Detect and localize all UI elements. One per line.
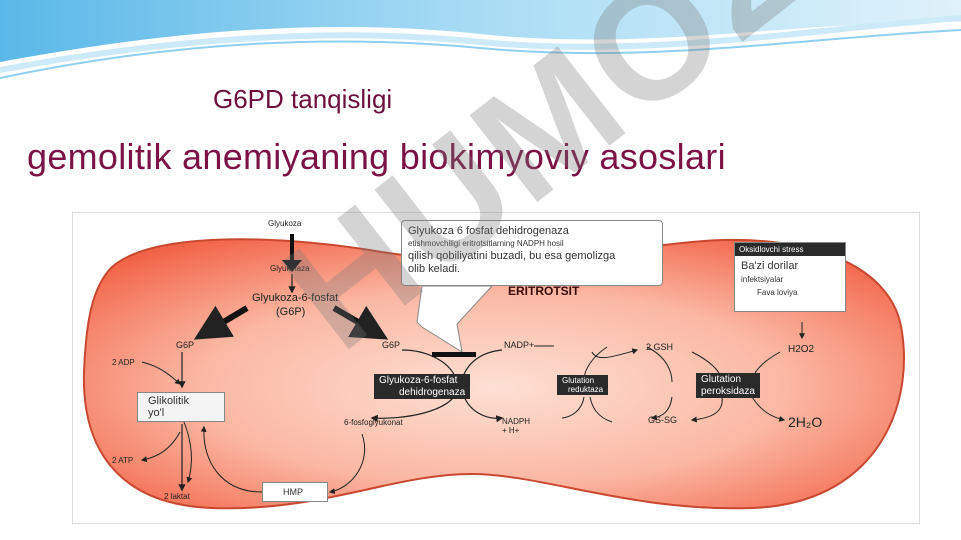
- hmp-box: HMP: [262, 482, 328, 502]
- oxidative-item-fava: Fava loviya: [757, 288, 798, 297]
- oxidative-stress-box: Oksidlovchi stress Ba'zi dorilar infekts…: [734, 242, 846, 312]
- glycolysis-line-1: Glikolitik: [148, 395, 189, 407]
- callout-line-4: olib keladi.: [408, 262, 460, 275]
- title-line-2: gemolitik anemiyaning biokimyoviy asosla…: [27, 136, 726, 177]
- glucose-arrow: [282, 234, 302, 272]
- oxidative-item-drugs: Ba'zi dorilar: [741, 260, 799, 272]
- glycolysis-line-2: yo'l: [148, 407, 165, 419]
- label-6-phosphogluconate: 6-fosfoglyukonat: [344, 418, 403, 427]
- peroxidase-line-1: Glutation: [701, 374, 742, 385]
- arrow-to-g6p-left: [193, 305, 249, 340]
- label-nadph: NADPH + H+: [502, 417, 530, 435]
- title-line-1: G6PD tanqisligi: [213, 84, 393, 114]
- label-atp: 2 ATP: [112, 456, 134, 465]
- g6pd-line-1: Glyukoza-6-fosfat: [379, 375, 458, 386]
- g6pd-enzyme-box: Glyukoza-6-fosfat dehidrogenaza: [374, 374, 471, 399]
- callout-line-2: etishmovchiligi eritrotsitlarning NADPH …: [408, 238, 564, 248]
- nadph-line-1: NADPH: [502, 417, 531, 426]
- label-g6p-abbr: (G6P): [276, 306, 306, 318]
- header-wave-decoration: [0, 0, 961, 79]
- g6pd-line-2: dehidrogenaza: [399, 386, 466, 398]
- glycolysis-box: Glikolitik yo'l: [137, 392, 225, 422]
- peroxidase-box: Glutation peroksidaza: [696, 373, 760, 398]
- pathway-diagram: Glyukoza Glyukinaza Glyukoza-6-fosfat (G…: [72, 212, 920, 524]
- reductase-line-1: Glutation: [562, 376, 595, 385]
- label-g6p-left: G6P: [176, 340, 195, 350]
- oxidative-item-infections: infektsiyalar: [741, 275, 784, 284]
- label-glucose: Glyukoza: [268, 219, 302, 228]
- oxidative-stress-header: Oksidlovchi stress: [735, 243, 845, 256]
- label-g6p-right: G6P: [382, 340, 401, 350]
- peroxidase-line-2: peroksidaza: [701, 385, 755, 397]
- g6pd-deficiency-callout: Glyukoza 6 fosfat dehidrogenaza etishmov…: [401, 220, 663, 286]
- label-adp: 2 ADP: [112, 358, 135, 367]
- callout-line-3: qilish qobiliyatini buzadi, bu esa gemol…: [408, 250, 616, 262]
- arrow-to-g6p-right: [332, 305, 389, 340]
- label-h2o: 2H₂O: [788, 414, 823, 430]
- nadph-line-2: + H+: [502, 426, 520, 435]
- label-lactate: 2 laktat: [164, 492, 190, 501]
- label-glucokinase: Glyukinaza: [270, 264, 310, 273]
- label-erythrocyte: ERITROTSIT: [508, 284, 580, 298]
- label-gsh: 2 GSH: [646, 342, 674, 352]
- callout-line-1: Glyukoza 6 fosfat dehidrogenaza: [408, 225, 569, 237]
- label-gssg: GS-SG: [648, 415, 678, 425]
- label-nadp: NADP+: [504, 340, 535, 350]
- reductase-line-2: reduktaza: [568, 385, 604, 395]
- reductase-box: Glutation reduktaza: [557, 375, 609, 396]
- label-h2o2: H2O2: [788, 344, 815, 355]
- label-g6p-full: Glyukoza-6-fosfat: [252, 292, 339, 304]
